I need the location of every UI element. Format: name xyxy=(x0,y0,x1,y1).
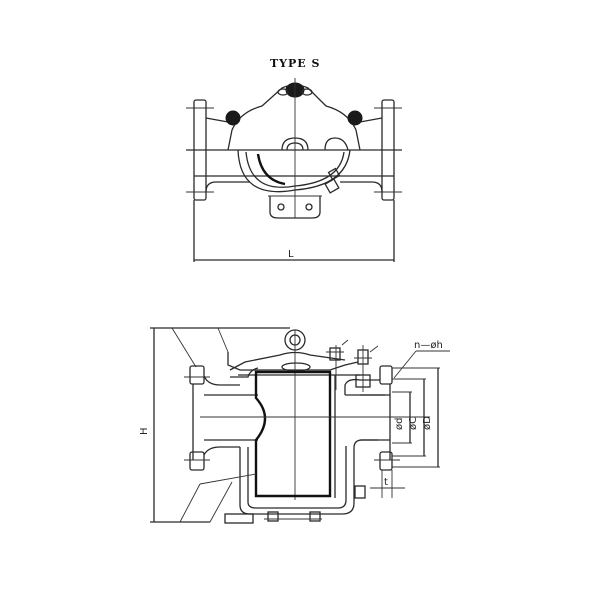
dim-bore-label: ød xyxy=(394,418,405,430)
side-view: H xyxy=(139,327,450,524)
dim-flange-od-label: øD xyxy=(422,416,433,430)
top-view: TYPE S xyxy=(186,57,402,262)
dim-thickness-label: t xyxy=(384,477,388,488)
dim-bolt-holes-label: n—øh xyxy=(414,340,443,351)
dim-height-label: H xyxy=(139,427,150,435)
drawing-title: TYPE S xyxy=(270,57,320,70)
dim-bolt-circle-label: øC xyxy=(408,417,419,430)
dim-length-label: L xyxy=(288,249,294,260)
